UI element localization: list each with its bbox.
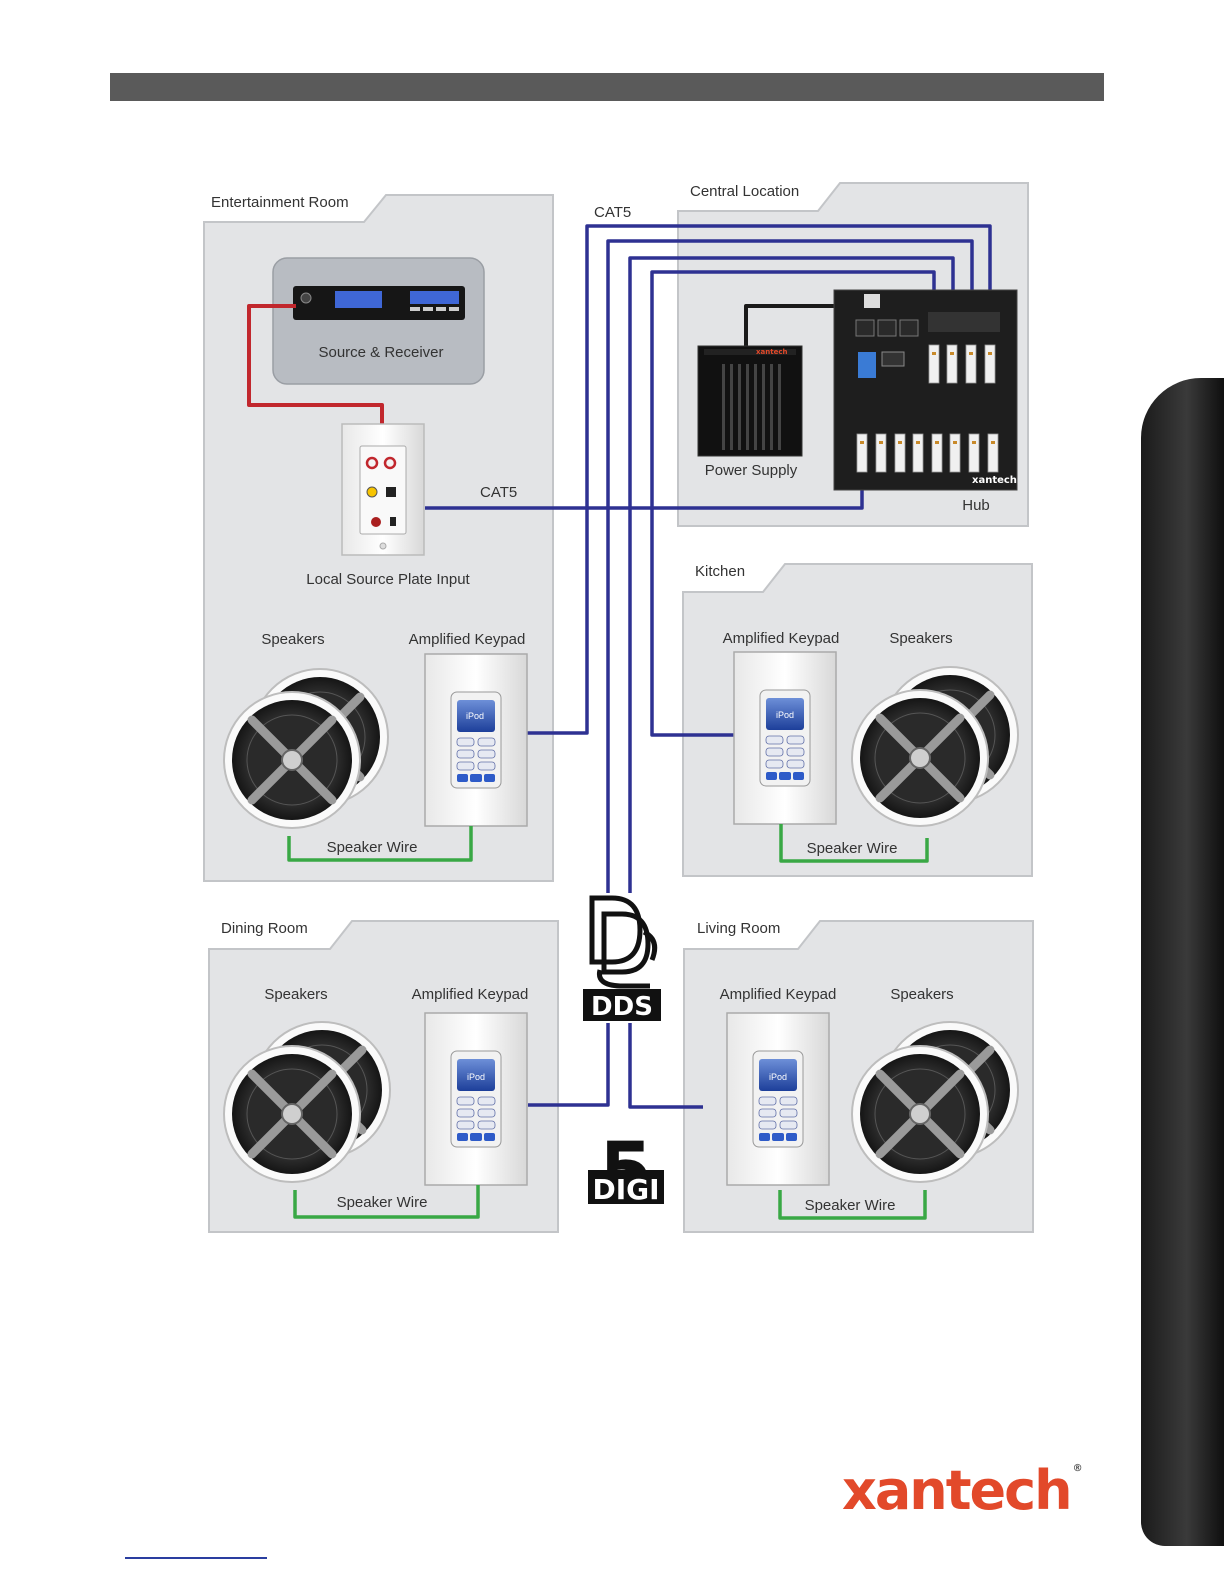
amplified-keypad-icon xyxy=(726,1012,830,1186)
dining-speakers-label: Speakers xyxy=(264,986,327,1003)
hub-brand-text: xantech xyxy=(972,475,1017,486)
xantech-logo-text: xantech xyxy=(842,1459,1073,1522)
amplified-keypad-icon xyxy=(424,653,528,827)
footer-link-underline xyxy=(125,1557,267,1559)
keypad-screen-text: iPod xyxy=(769,1072,787,1082)
dds-logo: DDS xyxy=(583,893,661,1023)
kitchen-keypad-label: Amplified Keypad xyxy=(723,630,840,647)
receiver-device xyxy=(293,286,465,320)
header-bar xyxy=(110,73,1104,101)
keypad-screen-text: iPod xyxy=(467,1072,485,1082)
speaker-icon xyxy=(224,1046,360,1182)
living-room-title: Living Room xyxy=(697,920,780,937)
local-source-plate xyxy=(341,423,425,556)
digi5-logo: 5 DIGI xyxy=(588,1127,664,1217)
dining-room-title: Dining Room xyxy=(221,920,308,937)
digi5-text: DIGI xyxy=(592,1173,659,1206)
dining-keypad-label: Amplified Keypad xyxy=(412,986,529,1003)
cat5-label-middle: CAT5 xyxy=(480,484,517,501)
keypad-screen-text: iPod xyxy=(776,710,794,720)
keypad-screen-text: iPod xyxy=(466,711,484,721)
living-speaker-wire-label: Speaker Wire xyxy=(805,1197,896,1214)
kitchen-speaker-wire-label: Speaker Wire xyxy=(807,840,898,857)
speaker-wire xyxy=(778,1190,927,1220)
kitchen-speakers-label: Speakers xyxy=(889,630,952,647)
registered-mark: ® xyxy=(1072,1463,1083,1474)
hub-label: Hub xyxy=(962,497,990,514)
xantech-logo: xantech® xyxy=(842,1464,1083,1518)
power-supply-device xyxy=(697,345,803,457)
plate-input-label: Local Source Plate Input xyxy=(306,571,470,588)
entertainment-room-title: Entertainment Room xyxy=(211,194,349,211)
living-speakers-label: Speakers xyxy=(890,986,953,1003)
power-cable xyxy=(744,304,836,349)
entertainment-keypad-label: Amplified Keypad xyxy=(409,631,526,648)
speaker-icon xyxy=(852,690,988,826)
cat5-dining-keypad xyxy=(528,239,974,1107)
speaker-wire xyxy=(779,824,929,863)
source-receiver-label: Source & Receiver xyxy=(318,344,443,361)
central-location-title: Central Location xyxy=(690,183,799,200)
amplified-keypad-icon xyxy=(733,651,837,825)
psu-brand-text: xantech xyxy=(756,348,787,356)
side-tab xyxy=(1141,378,1224,1546)
kitchen-title: Kitchen xyxy=(695,563,745,580)
source-receiver-box xyxy=(272,257,485,385)
dining-speaker-wire-label: Speaker Wire xyxy=(337,1194,428,1211)
dds-logo-text: DDS xyxy=(591,992,653,1022)
amplified-keypad-icon xyxy=(424,1012,528,1186)
speaker-icon xyxy=(224,692,360,828)
entertainment-speakers-label: Speakers xyxy=(261,631,324,648)
power-supply-label: Power Supply xyxy=(705,462,798,479)
speaker-wire xyxy=(293,1185,480,1219)
entertainment-speaker-wire-label: Speaker Wire xyxy=(327,839,418,856)
speaker-icon xyxy=(852,1046,988,1182)
cat5-label-top: CAT5 xyxy=(594,204,631,221)
living-keypad-label: Amplified Keypad xyxy=(720,986,837,1003)
hub-device xyxy=(833,289,1018,491)
cat5-entertainment-keypad xyxy=(527,224,992,735)
speaker-wire xyxy=(287,826,473,862)
